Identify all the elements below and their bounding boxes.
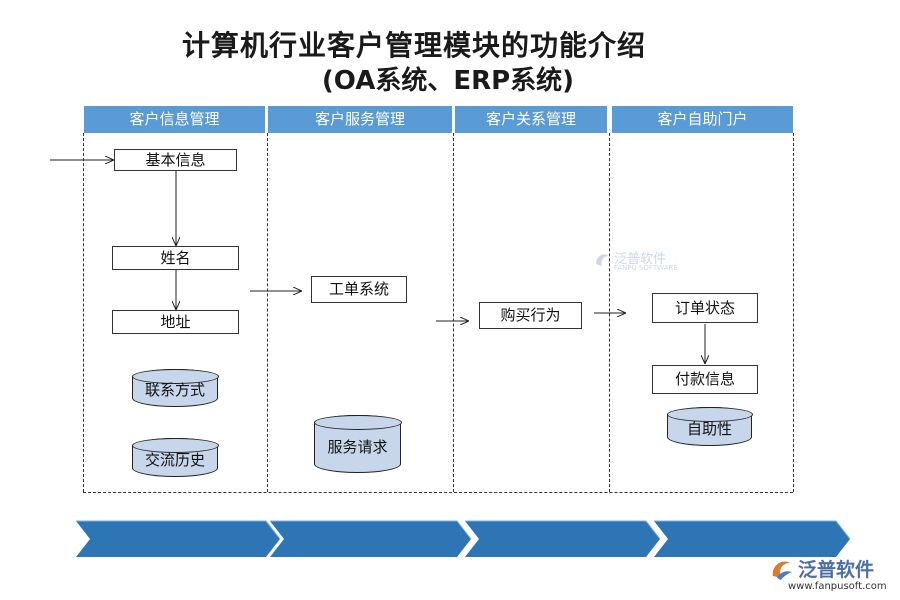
brand-logo: 泛普软件 www.fanpusoft.com [768,553,896,597]
diagram-title: 计算机行业客户管理模块的功能介绍 [181,29,646,62]
chevron-highlight [465,520,661,540]
datastore-communication-history: 交流历史 [131,437,219,477]
brand-logo-icon [596,254,608,266]
brand-logo-icon [772,561,792,580]
watermark-brand-sub: FANPU SOFTWARE [614,264,678,272]
brand-url: www.fanpusoft.com [788,581,887,592]
watermark-brand: 泛普软件 [614,252,667,267]
node-name: 姓名 [112,246,239,270]
lane-divider [83,133,84,492]
brand-name: 泛普软件 [798,559,875,581]
column-header-customer-relations: 客户关系管理 [455,106,607,133]
diagram-subtitle: (OA系统、ERP系统) [321,66,575,96]
node-order-status: 订单状态 [652,293,758,323]
datastore-service-request: 服务请求 [313,414,402,473]
lane-bottom-border [83,492,793,493]
process-chevron-4 [654,521,850,557]
datastore-self-service: 自助性 [666,406,753,446]
datastore-label: 交流历史 [144,451,205,469]
lane-divider [453,133,454,492]
lane-divider [793,133,794,492]
node-work-order-system: 工单系统 [311,276,407,303]
node-address: 地址 [112,310,239,334]
node-payment-info: 付款信息 [652,365,758,394]
datastore-label: 自助性 [686,420,732,438]
datastore-label: 服务请求 [327,438,388,456]
chevron-highlight [76,520,281,540]
column-header-customer-service: 客户服务管理 [268,106,452,133]
datastore-contact-method: 联系方式 [131,368,219,407]
chevron-highlight [654,520,851,540]
lane-divider [267,133,268,492]
process-chevron-2 [270,521,471,557]
node-basic-info: 基本信息 [114,149,237,171]
node-purchase-behavior: 购买行为 [479,302,582,329]
process-chevron-3 [465,521,660,557]
process-chevron-1 [76,521,280,557]
column-header-customer-info: 客户信息管理 [84,106,265,133]
datastore-label: 联系方式 [144,381,205,399]
column-header-self-service-portal: 客户自助门户 [612,106,793,133]
chevron-highlight [270,520,472,540]
